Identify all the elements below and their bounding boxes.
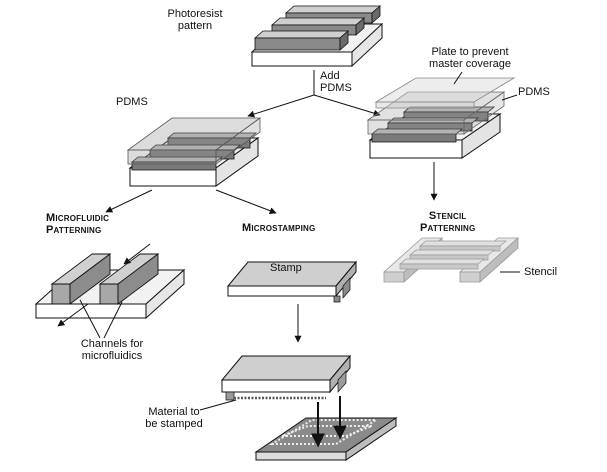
pdms-plate-block xyxy=(368,78,514,158)
add-pdms-label: Add PDMS xyxy=(320,70,352,94)
pdms-right-label: PDMS xyxy=(518,86,550,98)
channels-label-line1: Channels for xyxy=(72,338,152,350)
material-label-line1: Material to xyxy=(142,406,206,418)
plate-label: Plate to prevent master coverage xyxy=(418,46,522,70)
add-pdms-label-line1: Add xyxy=(320,70,352,82)
plate-label-line1: Plate to prevent xyxy=(418,46,522,58)
photoresist-master xyxy=(252,6,382,66)
material-label: Material to be stamped xyxy=(142,406,206,430)
stencil-frame xyxy=(384,238,518,282)
photoresist-label-line1: Photoresist xyxy=(160,8,230,20)
photoresist-label: Photoresist pattern xyxy=(160,8,230,32)
material-label-line2: be stamped xyxy=(142,418,206,430)
pdms-molded-block xyxy=(128,118,260,186)
microfluidic-heading-line1: Microfluidic xyxy=(46,212,109,224)
arrow-to-microfluidic xyxy=(106,190,152,212)
photoresist-ridge xyxy=(255,31,348,50)
stencil-label: Stencil xyxy=(524,266,557,278)
stamped-substrate xyxy=(256,418,396,460)
microstamping-heading: Microstamping xyxy=(242,222,315,234)
microfluidic-device xyxy=(36,254,184,318)
stencil-heading-line2: Patterning xyxy=(420,222,475,234)
plate-label-line2: master coverage xyxy=(418,58,522,70)
stencil-heading-line1: Stencil xyxy=(420,210,475,222)
channels-label-line2: microfluidics xyxy=(72,350,152,362)
photoresist-label-line2: pattern xyxy=(160,20,230,32)
channels-label: Channels for microfluidics xyxy=(72,338,152,362)
pdms-left-label: PDMS xyxy=(116,96,148,108)
microfluidic-heading-line2: Patterning xyxy=(46,224,109,236)
stencil-heading: Stencil Patterning xyxy=(420,210,475,234)
inked-stamp xyxy=(222,356,350,400)
add-pdms-arrows xyxy=(248,70,380,116)
microfluidic-heading: Microfluidic Patterning xyxy=(46,212,109,236)
stamp-label: Stamp xyxy=(270,262,302,274)
arrow-to-microstamping xyxy=(216,190,276,213)
add-pdms-label-line2: PDMS xyxy=(320,82,352,94)
